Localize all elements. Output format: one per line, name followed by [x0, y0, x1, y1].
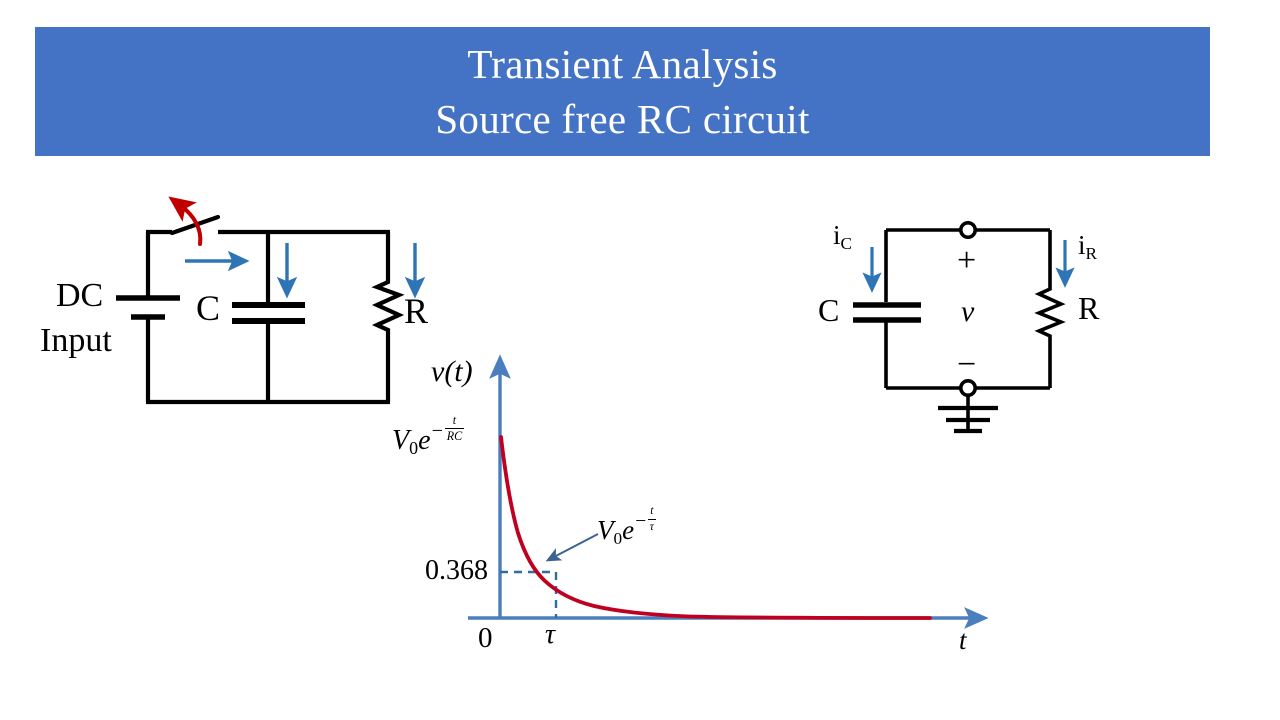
dc-input-label-line1: DC [56, 277, 104, 314]
left-capacitor-label: C [196, 288, 221, 328]
switch-blade [169, 214, 221, 236]
initial-formula-numerator: t [444, 414, 465, 429]
curve-formula-e: e [622, 515, 635, 545]
curve-annotation-leader-arrow [545, 533, 599, 562]
graph-origin-label: 0 [478, 622, 493, 654]
graph-tau-label: τ [545, 619, 556, 650]
right-resistor-label: R [1078, 290, 1100, 326]
polarity-plus-label: + [957, 242, 977, 279]
decay-graph-group [468, 354, 989, 629]
initial-formula-base: V [392, 425, 410, 456]
initial-formula-denominator: RC [446, 428, 463, 443]
left-resistor-label: R [404, 291, 429, 331]
ic-label-subscript: C [840, 233, 853, 253]
right-resistor-zigzag [1034, 283, 1066, 342]
initial-formula-exp-sign: − [430, 419, 445, 442]
curve-formula-denominator: τ [649, 519, 654, 533]
ir-label-subscript: R [1085, 243, 1098, 263]
dc-input-label-line2: Input [40, 322, 112, 359]
curve-formula-sub: 0 [613, 528, 623, 548]
node-terminal-top [958, 221, 977, 240]
curve-formula-numerator: t [647, 505, 657, 520]
graph-value-label: 0.368 [425, 555, 488, 586]
right-capacitor-label: C [818, 292, 840, 328]
polarity-minus-label: − [957, 346, 977, 383]
ir-label: iR [1078, 232, 1097, 262]
initial-formula-sub: 0 [409, 438, 419, 459]
switch-opening-arrow [168, 196, 203, 246]
decay-curve [499, 435, 932, 620]
title-banner: Transient Analysis Source free RC circui… [35, 27, 1210, 156]
curve-formula-exp-sign: − [634, 510, 648, 532]
title-line-2: Source free RC circuit [435, 95, 810, 142]
ir-label-base: i [1078, 230, 1086, 260]
left-circuit-group [116, 196, 426, 405]
ic-label-base: i [833, 220, 841, 250]
curve-formula-base: V [597, 515, 614, 545]
voltage-v-label: v [961, 295, 975, 328]
graph-y-axis-label: v(t) [431, 355, 473, 388]
resistor-left-zigzag [371, 276, 405, 338]
title-line-1: Transient Analysis [467, 41, 778, 88]
graph-x-axis-label: t [959, 625, 967, 655]
initial-formula-e: e [418, 425, 431, 456]
ic-label: iC [833, 222, 852, 252]
